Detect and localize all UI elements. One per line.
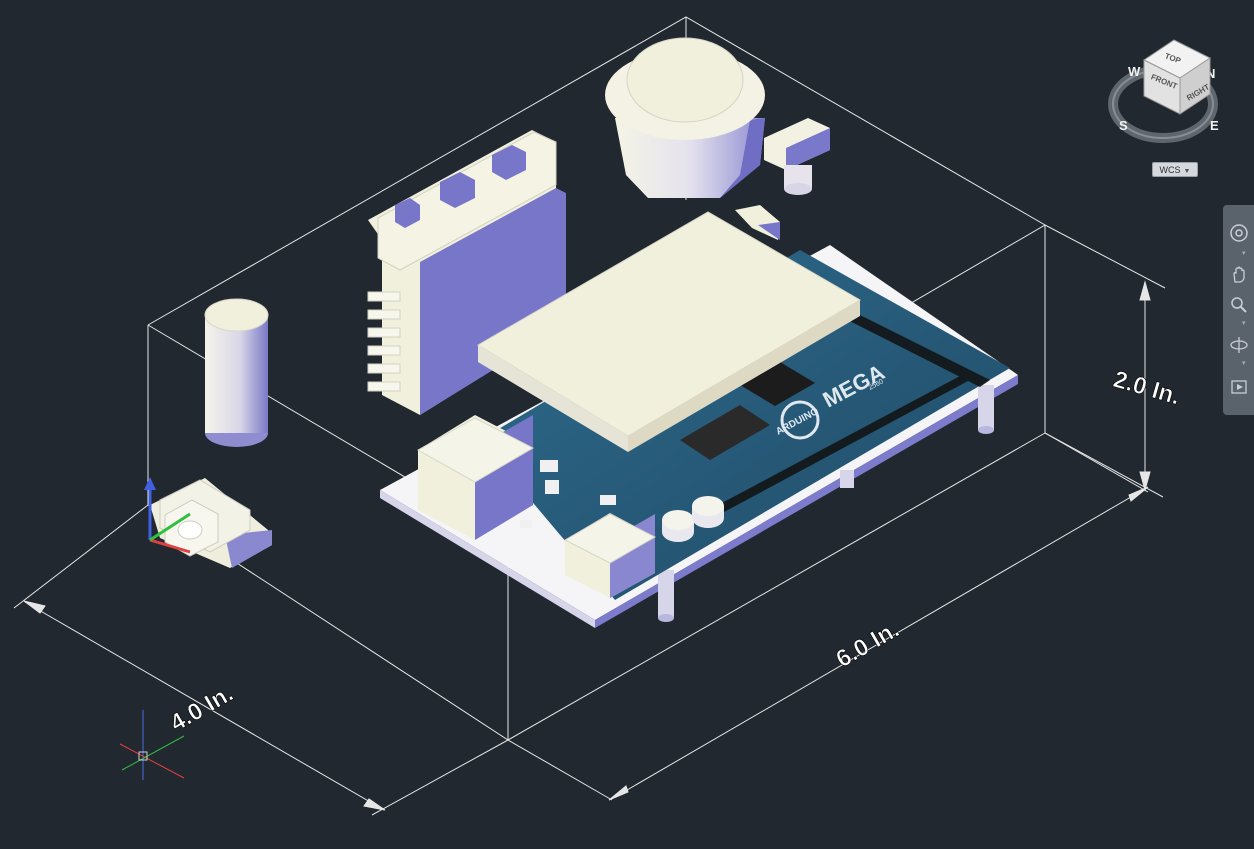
- steering-wheel-icon[interactable]: [1227, 221, 1251, 245]
- zoom-magnifier-icon[interactable]: [1227, 293, 1251, 317]
- dimension-depth[interactable]: [13, 504, 509, 816]
- compass-west[interactable]: W: [1128, 64, 1141, 79]
- dimension-width[interactable]: [507, 432, 1149, 801]
- dimension-depth-label: 4.0 In.: [166, 680, 238, 737]
- push-switch[interactable]: [764, 118, 830, 195]
- dimension-height-label: 2.0 In.: [1110, 366, 1183, 411]
- db9-connector[interactable]: [150, 478, 272, 568]
- chevron-down-icon[interactable]: ▾: [1242, 320, 1246, 327]
- compass-south[interactable]: S: [1119, 118, 1128, 133]
- arduino-mega-board[interactable]: ARDUINO MEGA 2560: [480, 250, 1010, 600]
- ucs-origin-icon: [144, 477, 191, 554]
- standoffs: [658, 385, 994, 622]
- orbit-icon[interactable]: [1227, 333, 1251, 357]
- compass-north[interactable]: N: [1206, 66, 1215, 81]
- chevron-down-icon: ▼: [1183, 168, 1191, 175]
- dimension-height[interactable]: [1044, 224, 1166, 498]
- wcs-dropdown[interactable]: WCS▼: [1152, 162, 1198, 177]
- wcs-label: WCS: [1159, 165, 1181, 175]
- viewcube[interactable]: S E W N TOP FRONT RIGHT: [1108, 39, 1219, 143]
- capacitor-cylinder[interactable]: [204, 298, 269, 447]
- shield-plate[interactable]: [477, 205, 861, 452]
- showmotion-icon[interactable]: [1227, 375, 1251, 399]
- usb-connector-block[interactable]: [416, 415, 535, 540]
- buzzer[interactable]: [605, 37, 765, 198]
- compass-east[interactable]: E: [1210, 118, 1219, 133]
- chevron-down-icon[interactable]: ▾: [1242, 360, 1246, 367]
- power-jack-block[interactable]: [563, 513, 657, 598]
- chevron-down-icon[interactable]: ▾: [1242, 250, 1246, 257]
- world-axis-tripod: [119, 710, 185, 780]
- dimension-width-label: 6.0 In.: [832, 616, 904, 673]
- navigation-bar: ▾ ▾ ▾: [1223, 205, 1254, 415]
- pan-hand-icon[interactable]: [1227, 263, 1251, 287]
